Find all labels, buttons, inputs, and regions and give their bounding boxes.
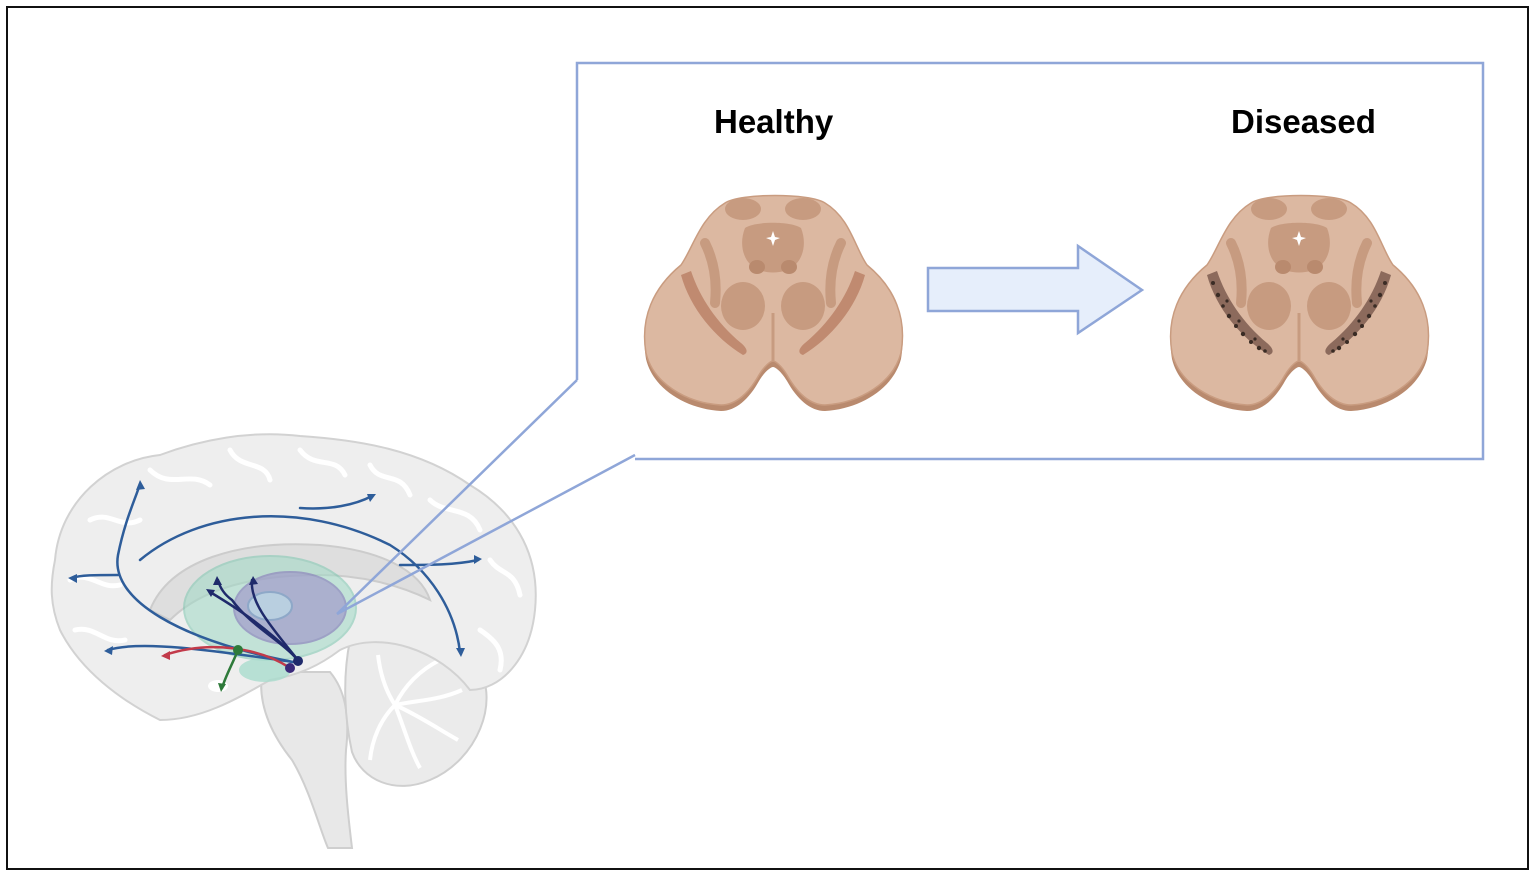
diseased-label: Diseased [1231, 103, 1376, 140]
striatum-core [247, 591, 293, 621]
midbrain-section-diseased-icon [1169, 194, 1430, 411]
substantia-nigra-left-healthy [681, 271, 747, 355]
substantia-nigra-dot [293, 656, 303, 666]
hypothalamic-nucleus-dot [233, 645, 243, 655]
vta-dot [285, 663, 295, 673]
cerebellum-folia [368, 654, 463, 769]
callout-line-lower [336, 453, 636, 616]
brain-gyri [67, 447, 523, 673]
substantia-nigra-right-healthy [799, 271, 865, 355]
healthy-label: Healthy [714, 103, 834, 140]
substantia-nigra-left-diseased [1207, 271, 1273, 355]
substantia-nigra-right-diseased [1325, 271, 1391, 355]
callout [336, 61, 1485, 616]
midbrain-section-icon [643, 194, 904, 411]
pathway-arrowheads [68, 480, 482, 692]
degeneration-dots [1211, 281, 1387, 353]
arrow-right-icon [926, 243, 1145, 336]
brain-sagittal-icon [50, 433, 537, 849]
hypothalamus-blob [239, 658, 291, 682]
callout-line-upper [336, 379, 578, 615]
callout-box [575, 61, 1485, 461]
